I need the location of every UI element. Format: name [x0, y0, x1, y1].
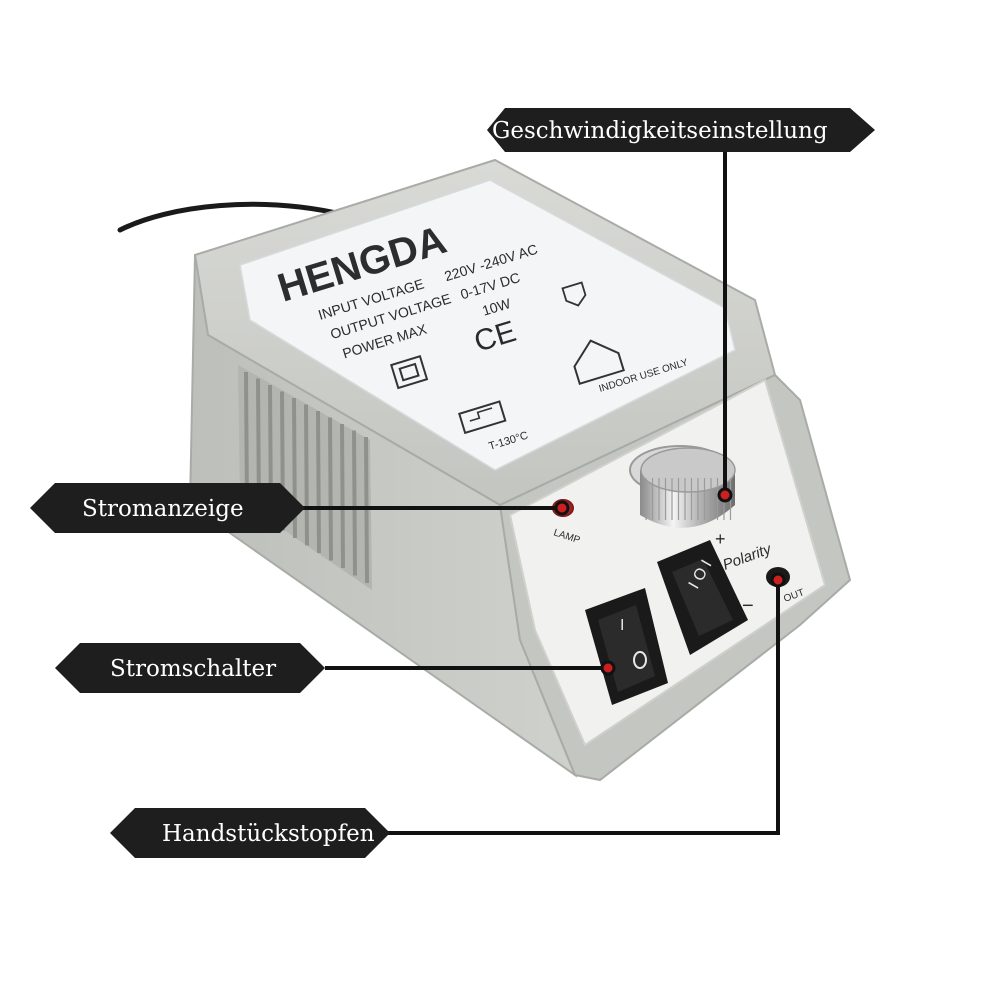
safety-shield-icon	[561, 281, 587, 307]
callout-power-switch: Stromschalter	[55, 643, 325, 693]
power-cord	[117, 201, 348, 233]
callout-markers	[554, 487, 786, 676]
indoor-house-icon	[573, 339, 625, 385]
fuse-icon	[458, 400, 507, 435]
vent-slot	[328, 417, 333, 561]
speed-knob[interactable]	[629, 445, 736, 528]
power-switch-on-symbol: I	[620, 617, 624, 634]
double-insulation-icon	[390, 355, 429, 390]
callout-lamp: Stromanzeige	[30, 483, 305, 533]
polarity-plus: +	[715, 529, 726, 549]
polarity-switch[interactable]: I O I	[657, 540, 748, 655]
callout-lamp-text: Stromanzeige	[82, 496, 244, 522]
vent-slot	[316, 410, 321, 554]
callout-speed-text: Geschwindigkeitseinstellung	[492, 118, 828, 144]
callout-handpiece: Handstückstopfen	[110, 808, 390, 858]
vent-slot	[352, 430, 357, 576]
power-switch-off-symbol	[633, 651, 647, 669]
polarity-minus: −	[742, 595, 754, 617]
callout-power-switch-text: Stromschalter	[110, 656, 276, 682]
vent-slot	[340, 423, 345, 569]
leader-lines	[300, 145, 780, 835]
callout-handpiece-text: Handstückstopfen	[162, 821, 375, 847]
callout-speed: Geschwindigkeitseinstellung	[487, 108, 875, 152]
spec-label-sticker: HENGDA INPUT VOLTAGE 220V -240V AC OUTPU…	[239, 179, 736, 471]
vent-slot	[304, 404, 309, 546]
